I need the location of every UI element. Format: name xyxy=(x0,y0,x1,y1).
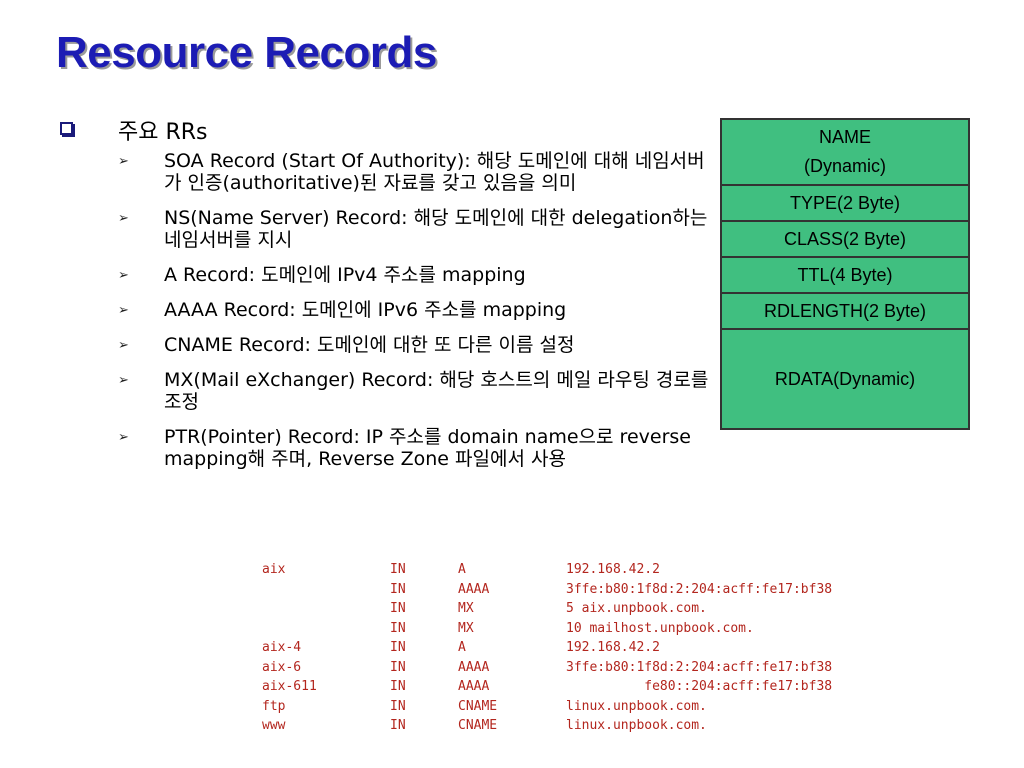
record-type: CNAME xyxy=(458,698,498,714)
arrow-bullet-icon: ➢ xyxy=(118,338,129,353)
record-class: IN xyxy=(390,581,406,597)
record-class: IN xyxy=(390,601,406,616)
rr-field-rdata: RDATA(Dynamic) xyxy=(722,330,968,428)
rr-field-name: NAME (Dynamic) xyxy=(722,120,968,186)
arrow-bullet-icon: ➢ xyxy=(118,154,129,169)
list-item-aaaa: ➢ AAAA Record: 도메인에 IPv6 주소를 mapping xyxy=(118,299,718,321)
rr-field-label: CLASS(2 Byte) xyxy=(783,228,907,249)
record-data: 192.168.42.2 xyxy=(566,640,660,655)
rr-field-label: RDLENGTH(2 Byte) xyxy=(763,300,927,321)
record-name xyxy=(262,599,390,619)
record-name: ftp xyxy=(262,698,286,714)
record-data: 5 aix.unpbook.com. xyxy=(566,601,707,616)
record-data: 192.168.42.2 xyxy=(566,562,660,577)
arrow-bullet-icon: ➢ xyxy=(118,373,129,388)
record-class: IN xyxy=(390,659,406,675)
rr-field-sublabel: (Dynamic) xyxy=(803,156,886,176)
list-item-a: ➢ A Record: 도메인에 IPv4 주소를 mapping xyxy=(118,264,718,286)
zone-record-row: aix-611 IN AAAA fe80::204:acff:fe17:bf38 xyxy=(262,677,832,697)
record-name: aix-611 xyxy=(262,679,317,694)
zone-record-row: www IN CNAME linux.unpbook.com. xyxy=(262,716,832,736)
record-name: aix xyxy=(262,562,286,577)
record-name: www xyxy=(262,718,286,733)
record-type: AAAA xyxy=(458,659,490,675)
list-item-ns: ➢ NS(Name Server) Record: 해당 도메인에 대한 dele… xyxy=(118,207,718,251)
zone-record-row: IN MX 10 mailhost.unpbook.com. xyxy=(262,619,832,639)
rr-field-rdlength: RDLENGTH(2 Byte) xyxy=(722,294,968,330)
record-type: MX xyxy=(458,620,474,636)
record-type: AAAA xyxy=(458,679,490,694)
record-type: AAAA xyxy=(458,581,490,597)
list-item-soa: ➢ SOA Record (Start Of Authority): 해당 도메인… xyxy=(118,150,718,194)
list-item-mx: ➢ MX(Mail eXchanger) Record: 해당 호스트의 메일 라… xyxy=(118,369,718,413)
square-bullet-icon xyxy=(60,122,73,135)
rr-list: ➢ SOA Record (Start Of Authority): 해당 도메인… xyxy=(118,150,718,483)
record-data: 10 mailhost.unpbook.com. xyxy=(566,620,754,636)
list-item-text: AAAA Record: 도메인에 IPv6 주소를 mapping xyxy=(164,299,567,321)
rr-field-ttl: TTL(4 Byte) xyxy=(722,258,968,294)
zone-record-row: aix IN A 192.168.42.2 xyxy=(262,560,832,580)
list-item-text: PTR(Pointer) Record: IP 주소를 domain name으… xyxy=(164,426,691,470)
rr-field-label: NAME xyxy=(818,127,871,147)
list-item-text: NS(Name Server) Record: 해당 도메인에 대한 deleg… xyxy=(164,207,708,251)
zone-record-row: aix-6 IN AAAA 3ffe:b80:1f8d:2:204:acff:fe17… xyxy=(262,658,832,678)
record-name xyxy=(262,619,390,639)
rr-format-table: NAME (Dynamic) TYPE(2 Byte) CLASS(2 Byte… xyxy=(720,118,970,430)
record-data: linux.unpbook.com. xyxy=(566,698,707,714)
record-class: IN xyxy=(390,640,406,655)
record-type: A xyxy=(458,562,466,577)
record-name: aix-6 xyxy=(262,659,302,675)
list-item-text: SOA Record (Start Of Authority): 해당 도메인에… xyxy=(164,150,705,194)
arrow-bullet-icon: ➢ xyxy=(118,430,129,445)
list-item-ptr: ➢ PTR(Pointer) Record: IP 주소를 domain name… xyxy=(118,426,718,470)
record-type: A xyxy=(458,640,466,655)
arrow-bullet-icon: ➢ xyxy=(118,211,129,226)
rr-field-label: TTL(4 Byte) xyxy=(797,264,893,285)
record-class: IN xyxy=(390,718,406,733)
record-class: IN xyxy=(390,562,406,577)
record-type: CNAME xyxy=(458,718,498,733)
record-class: IN xyxy=(390,620,406,636)
record-data: 3ffe:b80:1f8d:2:204:acff:fe17:bf38 xyxy=(566,581,833,597)
zone-record-row: aix-4 IN A 192.168.42.2 xyxy=(262,638,832,658)
list-item-text: A Record: 도메인에 IPv4 주소를 mapping xyxy=(164,264,526,286)
arrow-bullet-icon: ➢ xyxy=(118,268,129,283)
record-data: 3ffe:b80:1f8d:2:204:acff:fe17:bf38 xyxy=(566,659,833,675)
zone-record-row: IN AAAA 3ffe:b80:1f8d:2:204:acff:fe17:bf38 xyxy=(262,580,832,600)
record-class: IN xyxy=(390,679,406,694)
record-class: IN xyxy=(390,698,406,714)
record-name: aix-4 xyxy=(262,640,302,655)
record-name xyxy=(262,580,390,600)
rr-field-class: CLASS(2 Byte) xyxy=(722,222,968,258)
list-item-text: CNAME Record: 도메인에 대한 또 다른 이름 설정 xyxy=(164,334,575,356)
rr-field-type: TYPE(2 Byte) xyxy=(722,186,968,222)
slide-title: Resource Records xyxy=(56,28,437,77)
rr-field-label: TYPE(2 Byte) xyxy=(789,192,901,213)
arrow-bullet-icon: ➢ xyxy=(118,303,129,318)
record-type: MX xyxy=(458,601,474,616)
record-data: fe80::204:acff:fe17:bf38 xyxy=(566,679,833,694)
zone-record-row: IN MX 5 aix.unpbook.com. xyxy=(262,599,832,619)
main-bullet-text: 주요 RRs xyxy=(118,120,208,145)
zone-record-row: ftp IN CNAME linux.unpbook.com. xyxy=(262,697,832,717)
rr-field-label: RDATA(Dynamic) xyxy=(774,368,916,389)
list-item-text: MX(Mail eXchanger) Record: 해당 호스트의 메일 라우… xyxy=(164,369,709,413)
list-item-cname: ➢ CNAME Record: 도메인에 대한 또 다른 이름 설정 xyxy=(118,334,718,356)
record-data: linux.unpbook.com. xyxy=(566,718,707,733)
